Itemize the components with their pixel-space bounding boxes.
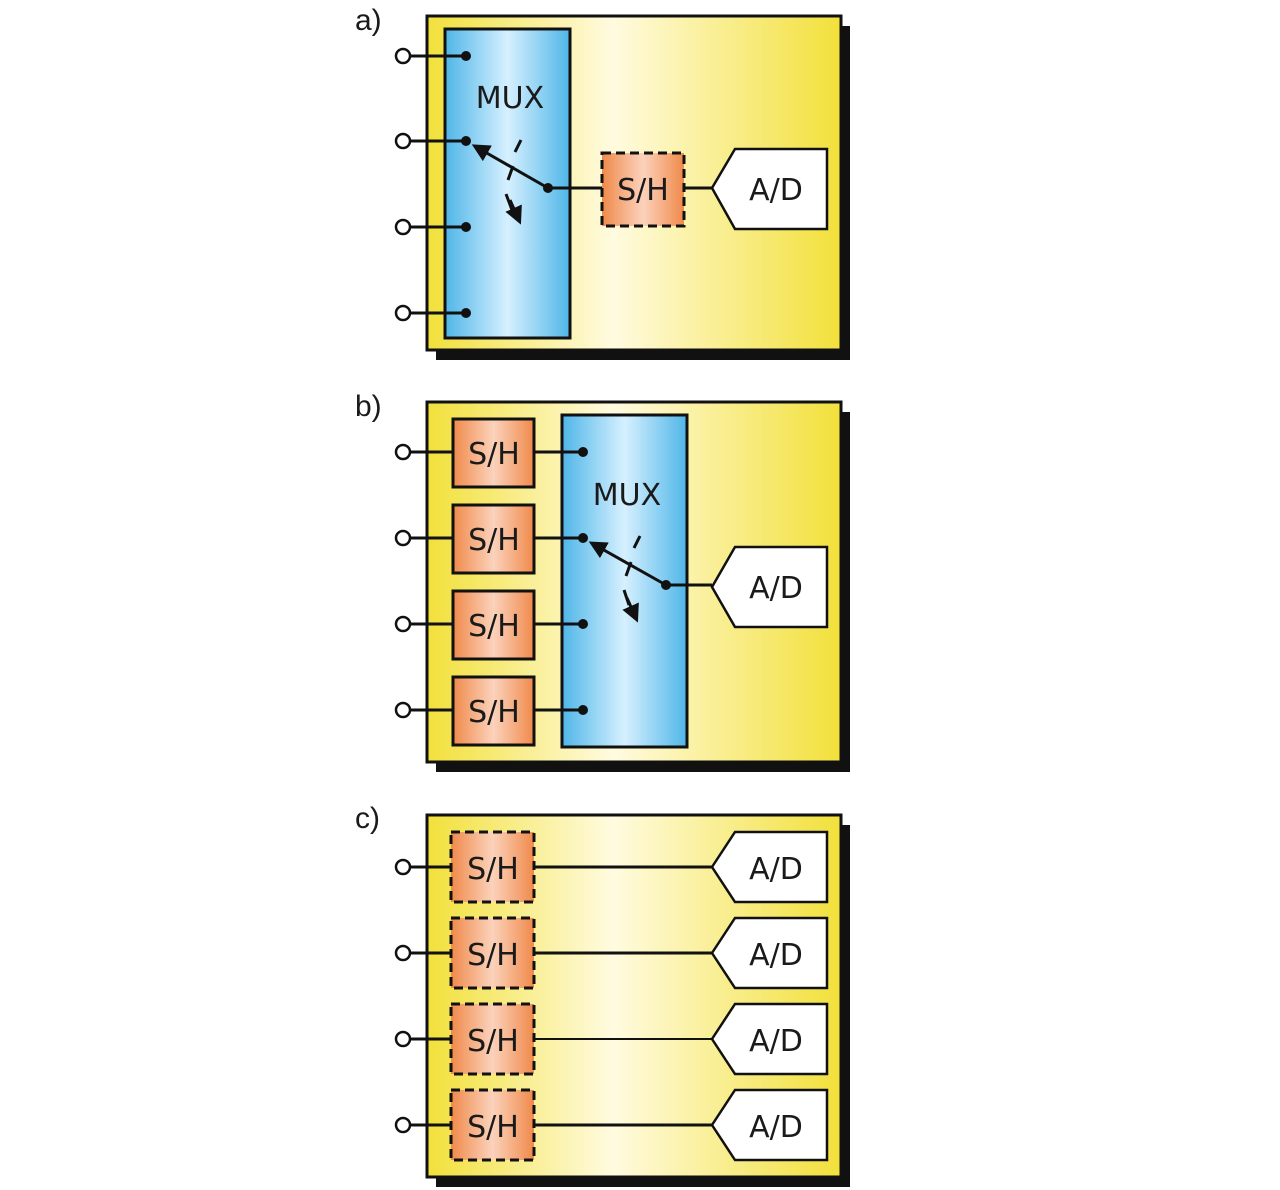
panel-b: b) MUX S/H S/H S/H S/H — [355, 390, 850, 772]
panel-c-input-terminal — [394, 1030, 412, 1048]
panel-b-mux-contact — [578, 447, 588, 457]
panel-a: a) MUX S/H A/D — [355, 4, 850, 360]
panel-c-sh-box — [449, 916, 536, 990]
panel-a-mux-contact — [461, 308, 471, 318]
panel-c-ad-label: A/D — [749, 1024, 803, 1059]
panel-a-label: a) — [355, 4, 382, 37]
panel-b-sh-box — [451, 675, 536, 747]
panel-c-input-terminal — [394, 1116, 412, 1134]
panel-c-input-terminal — [394, 858, 412, 876]
panel-b-mux-label: MUX — [593, 478, 661, 513]
panel-a-mux-contact — [461, 51, 471, 61]
panel-b-ad-converter — [710, 545, 829, 629]
panel-b-input-terminal — [394, 701, 412, 719]
panel-b-sh-box — [451, 503, 536, 575]
panel-c-sh-label: S/H — [467, 1110, 519, 1145]
panel-a-input-terminal — [394, 304, 412, 322]
panel-a-sh-box — [600, 151, 686, 228]
panel-b-mux-contact — [578, 619, 588, 629]
panel-c: c) S/H S/H S/H S/H A/D A/D A/D A/D — [355, 802, 850, 1187]
panel-c-sh-box — [449, 1088, 536, 1162]
panel-b-input-terminal — [394, 529, 412, 547]
panel-b-sh-label: S/H — [468, 437, 520, 472]
panel-b-mux-contact — [578, 533, 588, 543]
panel-b-switch-motion-arrow — [622, 597, 639, 623]
panel-a-mux — [443, 27, 572, 340]
panel-c-input-terminal — [394, 944, 412, 962]
panel-b-sh-label: S/H — [468, 695, 520, 730]
panel-a-switch-motion-arrow — [505, 199, 522, 225]
panel-b-ad-label: A/D — [749, 571, 803, 606]
panel-b-sh-label: S/H — [468, 523, 520, 558]
panel-a-mux-label: MUX — [476, 81, 544, 116]
panel-a-input-terminal — [394, 218, 412, 236]
panel-c-label: c) — [355, 802, 380, 835]
panel-a-ad-label: A/D — [749, 173, 803, 208]
panel-a-mux-contact — [461, 222, 471, 232]
panel-a-mux-contact — [461, 136, 471, 146]
panel-a-ad-converter — [710, 147, 829, 231]
panel-c-ad-label: A/D — [749, 852, 803, 887]
panel-c-ad-label: A/D — [749, 938, 803, 973]
panel-c-sh-label: S/H — [467, 938, 519, 973]
panel-c-ad-label: A/D — [749, 1110, 803, 1145]
panel-b-input-terminal — [394, 615, 412, 633]
panel-c-ad-converter — [710, 1088, 829, 1162]
panel-a-input-terminal — [394, 132, 412, 150]
panel-a-sh-label: S/H — [617, 173, 669, 208]
panel-c-ad-converter — [710, 1002, 829, 1076]
panel-c-sh-label: S/H — [467, 1024, 519, 1059]
panel-c-ad-converter — [710, 830, 829, 904]
panel-a-input-terminal — [394, 47, 412, 65]
panel-c-ad-converter — [710, 916, 829, 990]
panel-b-sh-box — [451, 589, 536, 661]
panel-c-sh-label: S/H — [467, 852, 519, 887]
panel-b-sh-label: S/H — [468, 609, 520, 644]
panel-b-input-terminal — [394, 443, 412, 461]
panel-b-mux-contact — [578, 705, 588, 715]
panel-b-label: b) — [355, 390, 382, 423]
